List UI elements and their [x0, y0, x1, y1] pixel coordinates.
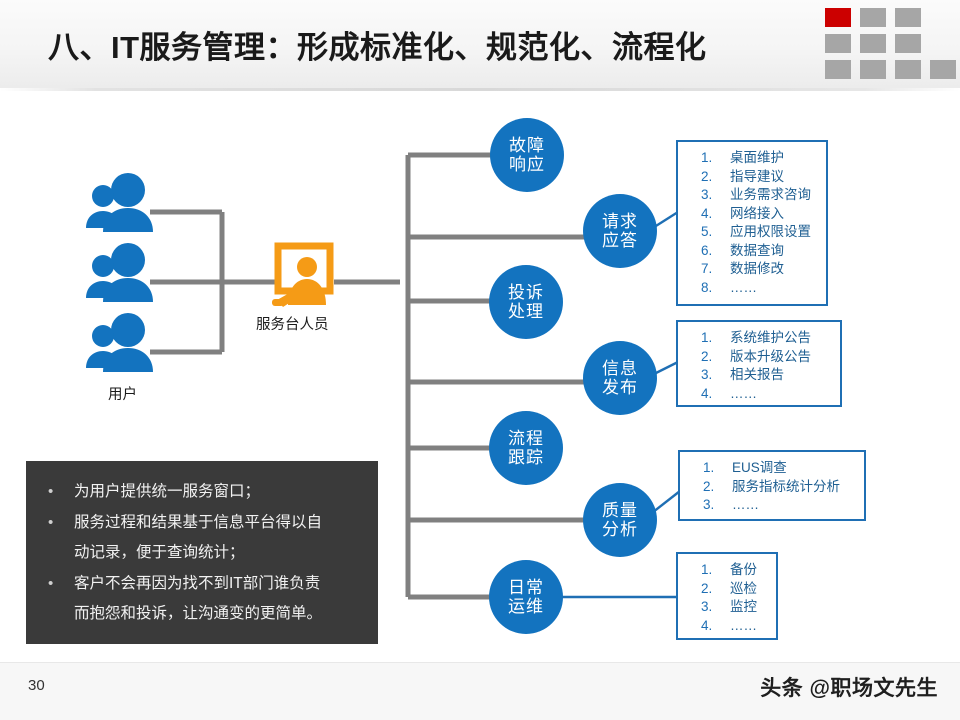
list-item: ……	[716, 279, 816, 298]
list-item: 网络接入	[716, 205, 816, 224]
list-item: ……	[718, 496, 854, 515]
node-line-1: 请求	[602, 211, 638, 231]
list-item: 桌面维护	[716, 149, 816, 168]
decor-square	[860, 60, 886, 79]
list-item: 备份	[716, 561, 766, 580]
list-item: 应用权限设置	[716, 223, 816, 242]
node-quality-analysis[interactable]: 质量 分析	[583, 483, 657, 557]
callout-item-text: 服务过程和结果基于信息平台得以自动记录，便于查询统计；	[74, 514, 323, 561]
node-daily-ops[interactable]: 日常 运维	[489, 560, 563, 634]
node-line-2: 跟踪	[508, 448, 544, 467]
bullet-dot-icon: •	[48, 514, 54, 531]
node-line-2: 发布	[602, 378, 638, 397]
list-item: 监控	[716, 598, 766, 617]
decor-square	[930, 60, 956, 79]
list-item: EUS调查	[718, 459, 854, 478]
callout-item-text: 客户不会再因为找不到IT部门谁负责而抱怨和投诉，让沟通变的更简单。	[74, 575, 323, 622]
decor-square	[825, 8, 851, 27]
node-request-response[interactable]: 请求 应答	[583, 194, 657, 268]
decor-square	[860, 8, 886, 27]
listbox-info-list: 系统维护公告版本升级公告相关报告……	[690, 329, 830, 403]
node-line-1: 故障	[509, 135, 545, 155]
decor-square	[895, 60, 921, 79]
list-item: 指导建议	[716, 168, 816, 187]
header-band	[0, 0, 960, 88]
node-line-1: 流程	[508, 428, 544, 448]
node-line-2: 响应	[509, 155, 545, 174]
listbox-request-list: 桌面维护指导建议业务需求咨询网络接入应用权限设置数据查询数据修改……	[690, 149, 816, 297]
node-line-1: 日常	[508, 577, 544, 597]
page-number: 30	[28, 677, 45, 694]
benefits-list: • 为用户提供统一服务窗口； • 服务过程和结果基于信息平台得以自动记录，便于查询统计…	[42, 477, 364, 629]
tree-trunk-and-branches	[405, 152, 585, 600]
list-item: 数据修改	[716, 260, 816, 279]
user-connector-lines	[150, 209, 276, 355]
decorative-square-grid	[825, 8, 960, 79]
list-item: 服务指标统计分析	[718, 478, 854, 497]
list-item: 业务需求咨询	[716, 186, 816, 205]
decor-square	[825, 60, 851, 79]
callout-item-text: 为用户提供统一服务窗口；	[74, 483, 261, 500]
node-line-2: 分析	[602, 520, 638, 539]
decor-square	[895, 34, 921, 53]
listbox-request-items: 桌面维护指导建议业务需求咨询网络接入应用权限设置数据查询数据修改……	[676, 140, 828, 306]
listbox-ops-items: 备份巡检监控……	[676, 552, 778, 640]
list-item: 数据查询	[716, 242, 816, 261]
user-icon	[86, 173, 153, 232]
list-item: 版本升级公告	[716, 348, 830, 367]
service-desk-icon	[272, 242, 334, 307]
listbox-info-items: 系统维护公告版本升级公告相关报告……	[676, 320, 842, 407]
callout-item: • 为用户提供统一服务窗口；	[42, 477, 364, 507]
footer-band	[0, 662, 960, 720]
user-icon	[86, 243, 153, 302]
service-desk-label: 服务台人员	[256, 317, 329, 333]
listbox-quality-items: EUS调查服务指标统计分析……	[678, 450, 866, 521]
node-complaint-handling[interactable]: 投诉 处理	[489, 265, 563, 339]
node-process-tracking[interactable]: 流程 跟踪	[489, 411, 563, 485]
list-item: 相关报告	[716, 366, 830, 385]
list-item: ……	[716, 385, 830, 404]
users-label: 用户	[108, 387, 137, 403]
listbox-ops-list: 备份巡检监控……	[690, 561, 766, 635]
node-fault-response[interactable]: 故障 响应	[490, 118, 564, 192]
listbox-quality-list: EUS调查服务指标统计分析……	[692, 459, 854, 515]
node-line-1: 信息	[602, 358, 638, 378]
list-item: ……	[716, 617, 766, 636]
node-line-2: 应答	[602, 231, 638, 250]
decor-square	[825, 34, 851, 53]
user-icon	[86, 313, 153, 372]
page-title: 八、IT服务管理：形成标准化、规范化、流程化	[48, 30, 707, 65]
node-line-2: 运维	[508, 597, 544, 616]
callout-item: • 服务过程和结果基于信息平台得以自动记录，便于查询统计；	[42, 508, 364, 568]
callout-item: • 客户不会再因为找不到IT部门谁负责而抱怨和投诉，让沟通变的更简单。	[42, 569, 364, 629]
node-line-1: 投诉	[508, 282, 544, 302]
watermark-label: 头条 @职场文先生	[760, 677, 938, 700]
bullet-dot-icon: •	[48, 483, 54, 500]
node-line-1: 质量	[602, 500, 638, 520]
list-item: 巡检	[716, 580, 766, 599]
node-info-publish[interactable]: 信息 发布	[583, 341, 657, 415]
bullet-dot-icon: •	[48, 575, 54, 592]
list-item: 系统维护公告	[716, 329, 830, 348]
node-line-2: 处理	[508, 302, 544, 321]
benefits-callout: • 为用户提供统一服务窗口； • 服务过程和结果基于信息平台得以自动记录，便于查询统计…	[26, 461, 378, 644]
decor-square	[860, 34, 886, 53]
decor-square	[895, 8, 921, 27]
header-divider	[0, 88, 960, 91]
